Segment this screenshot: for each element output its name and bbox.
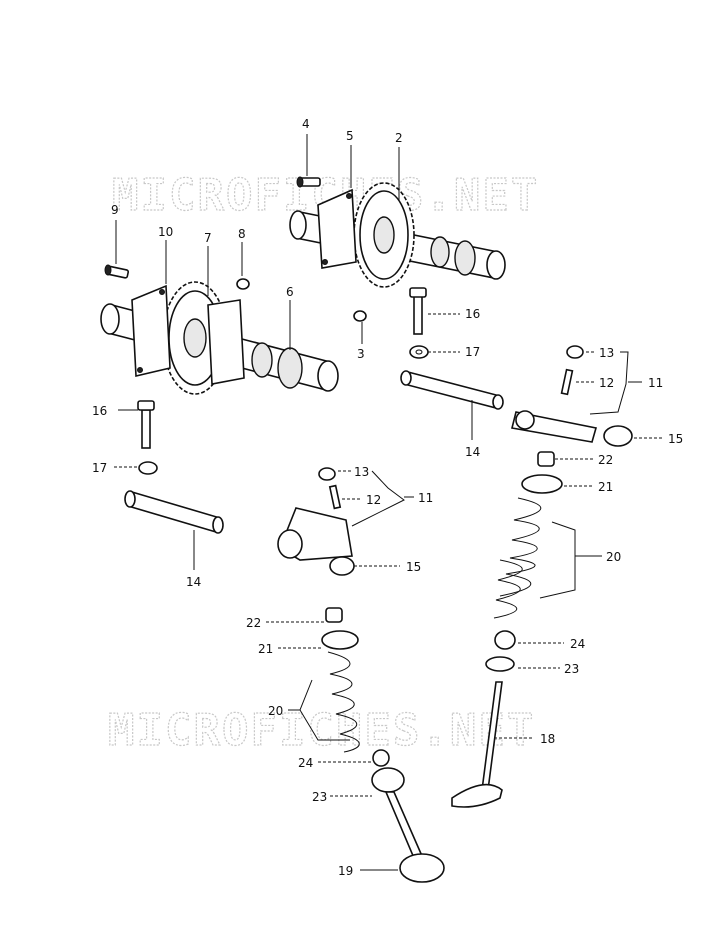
watermark-bottom: MICROFICHES.NET	[108, 705, 535, 756]
label-3: 3	[357, 347, 365, 361]
label-24-right: 24	[570, 637, 585, 651]
label-23-left: 23	[312, 790, 327, 804]
rocker-arm-upper	[511, 345, 633, 447]
valve-assembly-left	[321, 607, 445, 883]
label-14-upper: 14	[465, 445, 480, 459]
label-12-middle: 12	[366, 493, 381, 507]
label-14-lower: 14	[186, 575, 201, 589]
rocker-arm-middle	[277, 467, 355, 576]
rocker-shaft-upper	[400, 370, 504, 410]
label-18: 18	[540, 732, 555, 746]
bolt-lower	[137, 400, 155, 449]
label-9: 9	[111, 203, 119, 217]
label-19: 19	[338, 864, 353, 878]
part-labels: 4 5 2 9 10 7 8 6 3 16 17 14 13 12 11 15 …	[92, 117, 683, 878]
label-21-left: 21	[258, 642, 273, 656]
valve-assembly-right	[451, 451, 563, 808]
label-16-upper: 16	[465, 307, 480, 321]
label-11-upper: 11	[648, 376, 663, 390]
label-13-middle: 13	[354, 465, 369, 479]
label-15-middle: 15	[406, 560, 421, 574]
knock-pin	[353, 310, 367, 322]
label-10: 10	[158, 225, 173, 239]
bolt-upper	[409, 287, 427, 335]
label-12-upper: 12	[599, 376, 614, 390]
label-22-right: 22	[598, 453, 613, 467]
label-20-left: 20	[268, 704, 283, 718]
label-13-upper: 13	[599, 346, 614, 360]
camshaft-lower	[100, 264, 339, 395]
rocker-shaft-lower	[124, 490, 224, 534]
washer-upper	[409, 345, 429, 359]
label-24-left: 24	[298, 756, 313, 770]
label-16-lower: 16	[92, 404, 107, 418]
label-2: 2	[395, 131, 403, 145]
label-17-lower: 17	[92, 461, 107, 475]
label-8: 8	[238, 227, 246, 241]
label-4: 4	[302, 117, 310, 131]
label-6: 6	[286, 285, 294, 299]
washer-lower	[138, 461, 158, 475]
label-22-left: 22	[246, 616, 261, 630]
label-21-right: 21	[598, 480, 613, 494]
label-17-upper: 17	[465, 345, 480, 359]
label-15-upper: 15	[668, 432, 683, 446]
label-5: 5	[346, 129, 354, 143]
camshaft-upper	[289, 176, 506, 288]
label-7: 7	[204, 231, 212, 245]
label-20-right: 20	[606, 550, 621, 564]
label-23-right: 23	[564, 662, 579, 676]
leader-lines	[114, 134, 664, 871]
label-11-middle: 11	[418, 491, 433, 505]
